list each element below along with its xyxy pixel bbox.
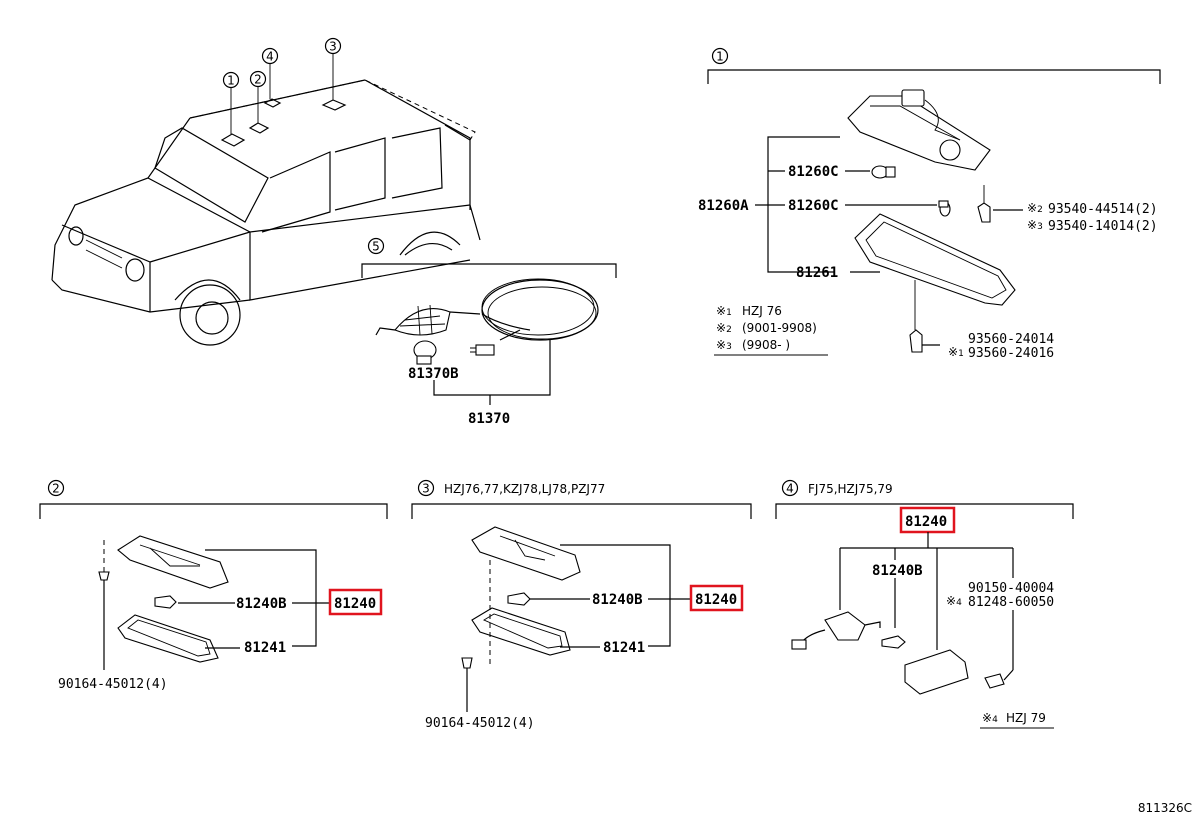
- section-4-title: FJ75,HZJ75,79: [808, 482, 893, 496]
- lens-81241: [117, 614, 219, 663]
- lamp-base-81240: [471, 526, 581, 581]
- part-81240B: 81240B: [236, 596, 287, 612]
- screw-90164: [461, 657, 473, 669]
- mark-4: ※4: [946, 594, 962, 608]
- part-81260C-b: 81260C: [788, 198, 839, 214]
- note-mark-3: ※3: [716, 338, 732, 352]
- note-hzj76: HZJ 76: [742, 304, 782, 318]
- part-81241: 81241: [244, 640, 286, 656]
- bulb-81240B: [881, 635, 906, 649]
- part-81260C-a: 81260C: [788, 164, 839, 180]
- note-mark-1: ※1: [716, 304, 732, 318]
- lens-81261: [854, 213, 1016, 306]
- bulb-81240B: [154, 595, 177, 609]
- part-81240B: 81240B: [872, 563, 923, 579]
- bulb-81240B: [507, 592, 531, 606]
- part-81240: 81240: [334, 596, 376, 612]
- part-93560-24016: 93560-24016: [968, 346, 1054, 361]
- note-hzj79: HZJ 79: [1006, 711, 1046, 725]
- lamp-base-81240: [117, 535, 229, 589]
- section-4-marker: 4: [786, 482, 794, 496]
- part-90164-45012: 90164-45012(4): [425, 716, 535, 731]
- section-2: 2 81240B 81240 81241 90164-45012(4): [39, 479, 388, 692]
- section-3-marker: 3: [422, 482, 430, 496]
- socket-harness: [824, 611, 866, 641]
- section-5-marker: 5: [372, 240, 380, 254]
- screw-93560: [909, 329, 923, 353]
- inspection-lamp: [394, 308, 451, 336]
- vehicle-location-markers: 1 2 4 3: [222, 37, 342, 89]
- part-90164-45012: 90164-45012(4): [58, 677, 168, 692]
- part-81240-top: 81240: [905, 514, 947, 530]
- part-81240: 81240: [695, 592, 737, 608]
- marker-3: 3: [329, 40, 337, 54]
- marker-2: 2: [254, 73, 262, 87]
- part-81240B: 81240B: [592, 592, 643, 608]
- section-1: 1 81260C 81260A 81260C 812: [698, 47, 1161, 361]
- section-3-title: HZJ76,77,KZJ78,LJ78,PZJ77: [444, 482, 605, 496]
- mark-1b: ※1: [948, 345, 964, 359]
- part-81248-60050: 81248-60050: [968, 595, 1054, 610]
- section-3: 3 HZJ76,77,KZJ78,LJ78,PZJ77 81240B 81240…: [411, 479, 752, 731]
- note-9908: (9908- ): [742, 338, 790, 352]
- note-mark-2: ※2: [716, 321, 732, 335]
- diagram-code: 811326C: [1138, 801, 1192, 815]
- screw-93540: [977, 202, 991, 223]
- highlight-81240: [328, 588, 383, 616]
- section-5: 5 81370B 81370: [361, 237, 617, 427]
- part-93540-14014: 93540-14014(2): [1048, 219, 1158, 234]
- part-81370: 81370: [468, 411, 510, 427]
- screw-90150: [984, 673, 1005, 689]
- part-81370B: 81370B: [408, 366, 459, 382]
- section-4: 4 FJ75,HZJ75,79 81240 81240B 90150-40004…: [775, 479, 1074, 729]
- marker-1: 1: [227, 74, 235, 88]
- screw-90164: [98, 571, 110, 581]
- part-81261: 81261: [796, 265, 838, 281]
- note-mark-4: ※4: [982, 711, 998, 725]
- vehicle-illustration: [51, 54, 481, 346]
- lens-81248: [904, 649, 969, 695]
- part-90150-40004: 90150-40004: [968, 581, 1054, 596]
- part-93560-24014: 93560-24014: [968, 332, 1054, 347]
- plug: [475, 344, 495, 356]
- section-2-marker: 2: [52, 482, 60, 496]
- part-93540-44514: 93540-44514(2): [1048, 202, 1158, 217]
- lens-81241: [471, 607, 571, 656]
- mark-2: ※2: [1027, 201, 1043, 215]
- note-9001-9908: (9001-9908): [742, 321, 817, 335]
- marker-4: 4: [266, 50, 274, 64]
- part-81260A: 81260A: [698, 198, 749, 214]
- section-1-marker: 1: [716, 50, 724, 64]
- lamp-base-81260A: [847, 95, 991, 171]
- mark-3: ※3: [1027, 218, 1043, 232]
- highlight-81240: [689, 584, 744, 612]
- part-81241: 81241: [603, 640, 645, 656]
